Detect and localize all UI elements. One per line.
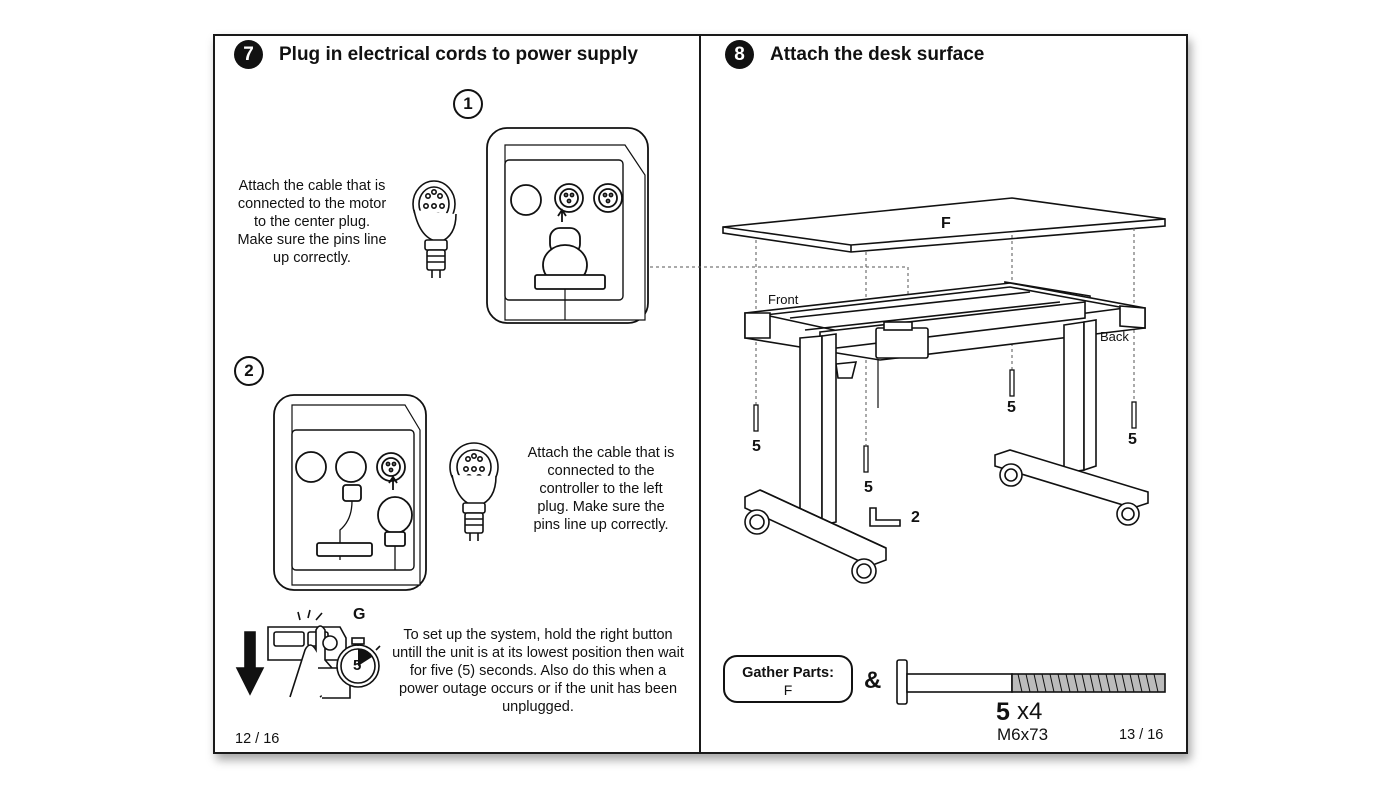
- step-8-title: Attach the desk surface: [770, 44, 985, 65]
- screw-count-back-left: 5: [1007, 399, 1016, 416]
- desk-assembly-illustration: [722, 197, 1166, 584]
- reset-instructions-text: To set up the system, hold the right but…: [392, 627, 684, 715]
- back-label: Back: [1100, 329, 1129, 344]
- screw-count-back-right: 5: [1128, 431, 1137, 448]
- screw-count-front-left: 5: [752, 438, 761, 455]
- ampersand: &: [864, 667, 882, 694]
- page-number-left: 12 / 16: [235, 731, 280, 747]
- desk-surface-label: F: [941, 215, 951, 232]
- controller-plug-illustration: [449, 442, 499, 541]
- screw-spec: M6x73: [997, 725, 1049, 744]
- substep-1-text: Attach the cable that is connected to th…: [237, 178, 387, 266]
- front-label: Front: [768, 292, 799, 307]
- screw-quantity: 5: [996, 698, 1010, 726]
- step-7-badge: 7: [234, 40, 263, 69]
- screw-multiplier: x4: [1017, 698, 1043, 725]
- allen-key-label: 2: [911, 509, 920, 526]
- page-number-right: 13 / 16: [1119, 727, 1164, 743]
- part-g-label: G: [353, 606, 366, 623]
- timer-seconds-label: 5: [353, 657, 362, 674]
- control-box-detail-1: [486, 127, 649, 324]
- substep-2-text: Attach the cable that is connected to th…: [527, 445, 675, 533]
- gather-parts-title: Gather Parts:: [742, 665, 834, 681]
- step-8-badge: 8: [725, 40, 754, 69]
- gather-parts-box: Gather Parts: F: [723, 655, 853, 703]
- substep-2-badge: 2: [234, 356, 264, 386]
- motor-plug-illustration: [412, 180, 457, 278]
- control-box-detail-2: [273, 394, 427, 591]
- reset-procedure-illustration: [235, 609, 381, 699]
- step-7-title: Plug in electrical cords to power supply: [279, 44, 638, 65]
- m6x73-screw-illustration: [896, 659, 1166, 705]
- screw-count-front-right: 5: [864, 479, 873, 496]
- gather-parts-item: F: [783, 682, 793, 698]
- page-divider: [699, 34, 701, 754]
- substep-1-badge: 1: [453, 89, 483, 119]
